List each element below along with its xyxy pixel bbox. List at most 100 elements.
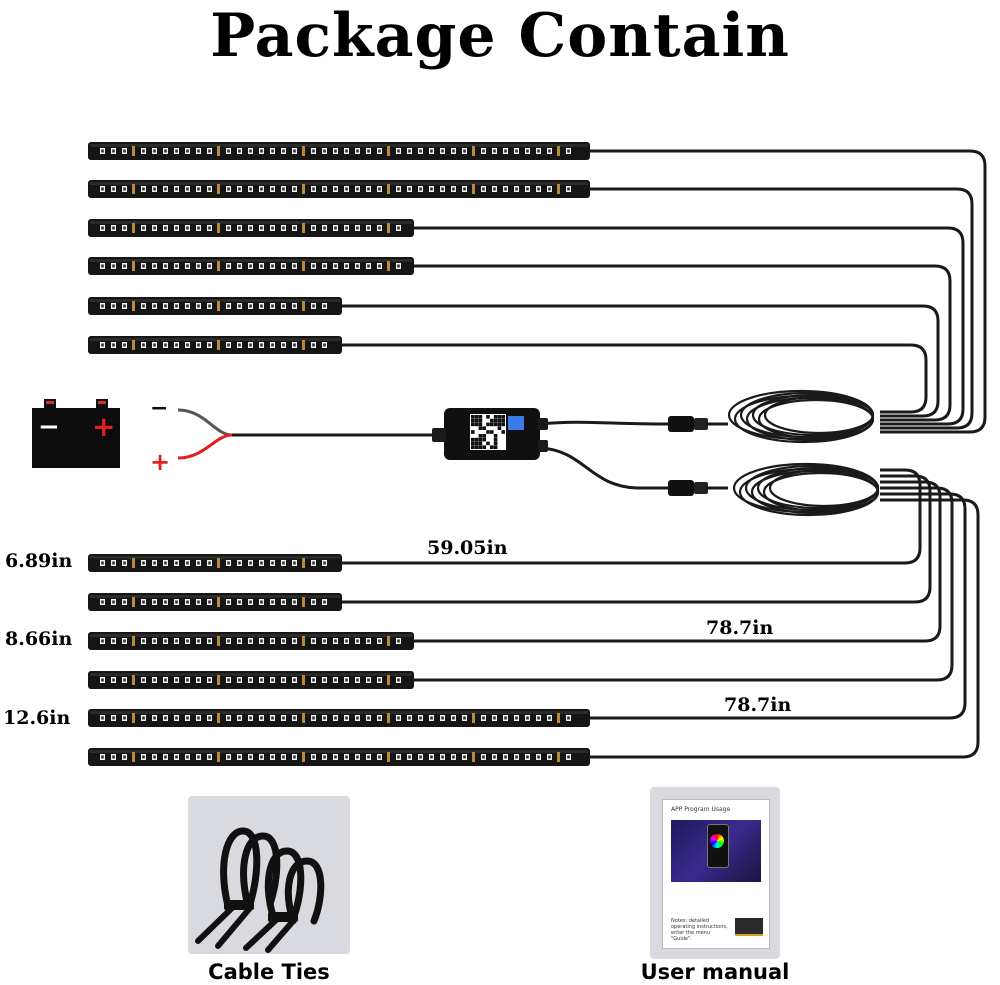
led-chip-center (345, 755, 348, 759)
led-chip-center (123, 226, 126, 230)
led-chip-center (260, 716, 263, 720)
led-chip-center (378, 716, 381, 720)
cut-mark (387, 675, 390, 685)
cut-mark (302, 223, 305, 233)
led-chip-center (227, 716, 230, 720)
cut-mark (217, 223, 220, 233)
led-chip-center (419, 755, 422, 759)
qr-module (478, 422, 483, 427)
led-chip-center (397, 264, 400, 268)
cut-mark (302, 340, 305, 350)
led-strip-highlight (90, 221, 412, 224)
led-chip-center (323, 600, 326, 604)
led-chip-center (515, 716, 518, 720)
strip-cable (414, 486, 954, 682)
led-chip-center (271, 600, 274, 604)
led-chip-center (312, 264, 315, 268)
led-chip-center (397, 678, 400, 682)
led-chip-center (271, 304, 274, 308)
led-chip-center (153, 264, 156, 268)
cut-mark (302, 261, 305, 271)
qr-module (493, 437, 498, 442)
led-chip-center (112, 226, 115, 230)
led-chip-center (101, 561, 104, 565)
qr-module (478, 445, 483, 449)
led-chip-center (282, 716, 285, 720)
led-chip-center (175, 678, 178, 682)
led-chip-center (356, 226, 359, 230)
led-chip-center (260, 187, 263, 191)
led-chip-center (249, 600, 252, 604)
led-chip-center (548, 149, 551, 153)
led-chip-center (323, 678, 326, 682)
cut-mark (217, 340, 220, 350)
qr-module (478, 434, 483, 438)
led-chip-center (249, 264, 252, 268)
led-chip-center (142, 343, 145, 347)
qr-module (501, 430, 505, 434)
led-chip-center (175, 304, 178, 308)
led-chip-center (271, 226, 274, 230)
cut-mark (132, 597, 135, 607)
led-chip-center (482, 149, 485, 153)
led-chip-center (345, 187, 348, 191)
led-strip-highlight (90, 182, 588, 185)
led-chip-center (153, 226, 156, 230)
led-chip-center (186, 187, 189, 191)
qr-module (478, 415, 483, 419)
cable-length-medium-label: 78.7in (706, 617, 774, 639)
led-chip-center (153, 755, 156, 759)
led-chip-center (227, 561, 230, 565)
led-strip (88, 180, 590, 198)
led-strip (88, 142, 590, 160)
led-chip-center (408, 755, 411, 759)
led-chip-center (164, 343, 167, 347)
led-chip-center (186, 716, 189, 720)
connector-cap (694, 418, 708, 430)
led-chip-center (123, 264, 126, 268)
led-chip-center (197, 678, 200, 682)
qr-module (486, 430, 490, 434)
led-chip-center (186, 304, 189, 308)
cut-mark (217, 713, 220, 723)
led-chip-center (142, 304, 145, 308)
led-chip-center (249, 187, 252, 191)
led-chip-center (345, 678, 348, 682)
qr-module (474, 422, 479, 427)
led-chip-center (378, 264, 381, 268)
led-chip-center (208, 716, 211, 720)
led-chip-center (227, 304, 230, 308)
cut-mark (132, 146, 135, 156)
qr-module (471, 437, 475, 442)
led-chip-center (142, 187, 145, 191)
cut-mark (302, 146, 305, 156)
strip-length-short-label: 6.89in (5, 550, 73, 572)
led-chip-center (112, 149, 115, 153)
led-chip-center (367, 678, 370, 682)
led-chip-center (567, 755, 570, 759)
led-chip-center (208, 304, 211, 308)
cut-mark (217, 146, 220, 156)
led-chip-center (101, 264, 104, 268)
led-chip-center (504, 187, 507, 191)
led-chip-center (153, 561, 156, 565)
led-chip-center (323, 226, 326, 230)
led-chip-center (463, 716, 466, 720)
led-chip-center (482, 755, 485, 759)
led-chip-center (197, 187, 200, 191)
led-chip-center (282, 561, 285, 565)
led-chip-center (282, 226, 285, 230)
led-chip-center (312, 226, 315, 230)
led-strip (88, 748, 590, 766)
led-chip-center (312, 755, 315, 759)
battery-body (32, 408, 120, 468)
cut-mark (132, 752, 135, 762)
qr-module (482, 445, 486, 449)
led-chip-center (334, 678, 337, 682)
led-chip-center (271, 678, 274, 682)
cut-mark (217, 636, 220, 646)
led-chip-center (260, 600, 263, 604)
led-chip-center (271, 639, 274, 643)
led-chip-center (112, 264, 115, 268)
led-chip-center (419, 149, 422, 153)
